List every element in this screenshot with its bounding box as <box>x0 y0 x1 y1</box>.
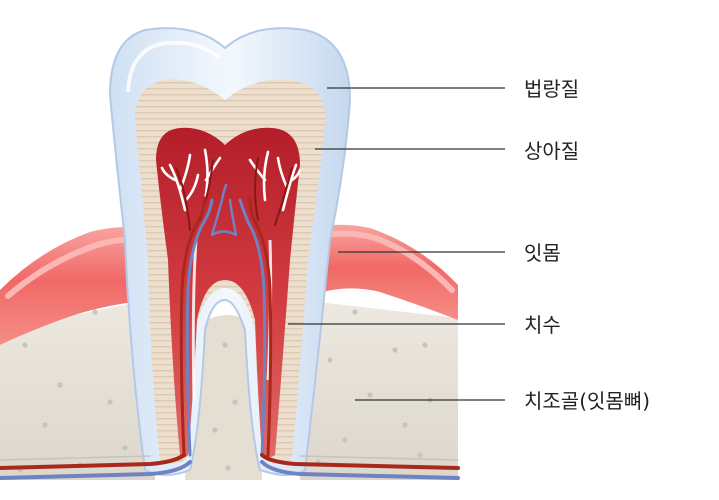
label-alveolar-bone: 치조골(잇몸뼈) <box>524 389 651 413</box>
leader-lines <box>288 87 505 401</box>
blood-vessels <box>0 183 460 480</box>
label-dentin: 상아질 <box>524 139 580 163</box>
label-gum: 잇몸 <box>524 241 561 265</box>
label-enamel: 법랑질 <box>524 77 580 101</box>
alveolar-bone <box>0 300 458 480</box>
label-pulp: 치수 <box>524 313 561 337</box>
